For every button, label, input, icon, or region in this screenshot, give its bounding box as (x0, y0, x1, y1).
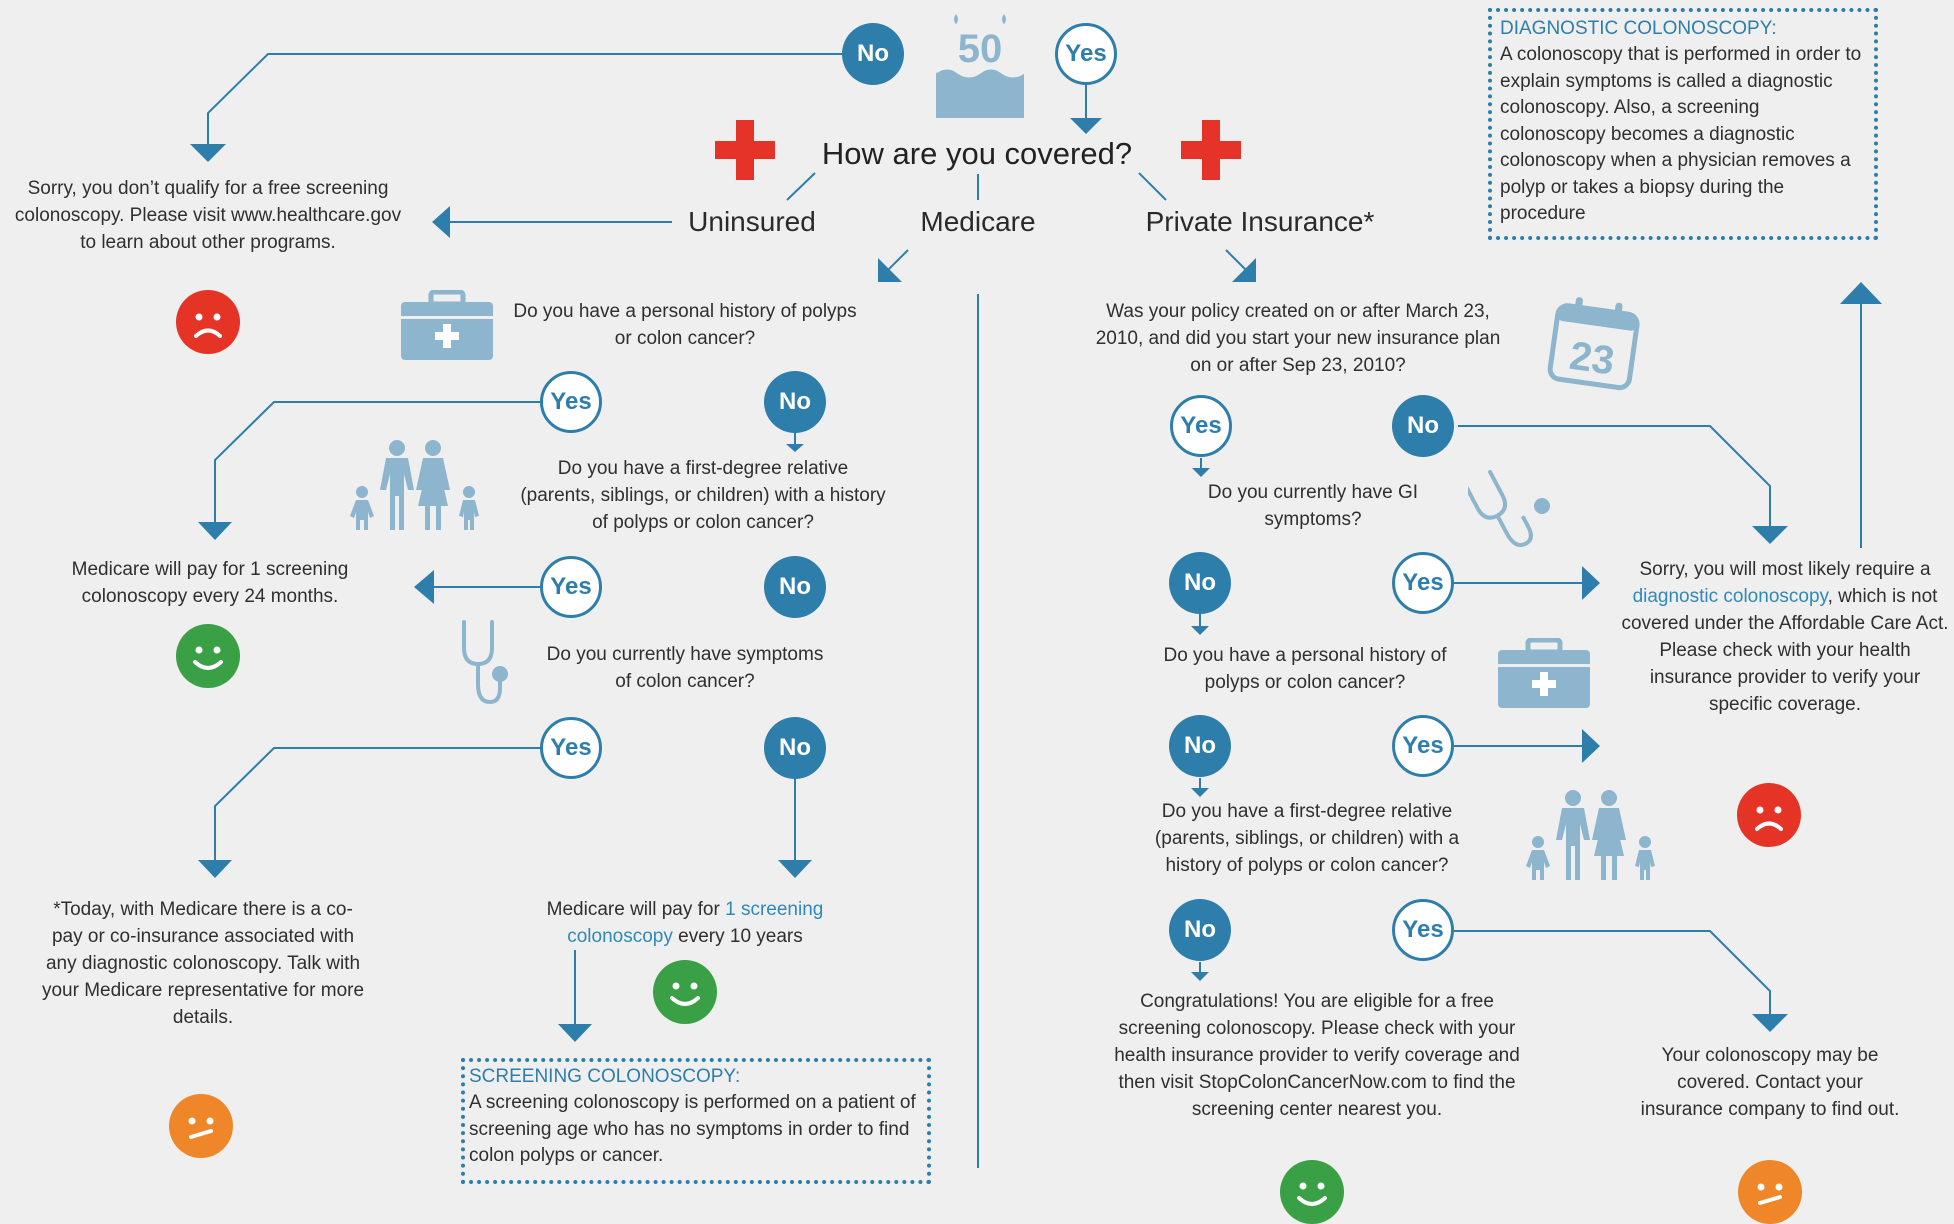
first-aid-kit-icon-2 (1498, 638, 1590, 708)
private-may-be-covered: Your colonoscopy may be covered. Contact… (1640, 1045, 1900, 1120)
medicare-q2-yes-button[interactable]: Yes (540, 556, 602, 618)
private-q3-no-button[interactable]: No (1169, 715, 1231, 777)
screening-definition-body: A screening colonoscopy is performed on … (469, 1092, 916, 1166)
stethoscope-icon (462, 620, 508, 705)
medicare-q1-yes-button[interactable]: Yes (540, 371, 602, 433)
private-q2-yes-button[interactable]: Yes (1392, 552, 1454, 614)
branch-tick-uninsured (786, 172, 816, 201)
branch-private-insurance[interactable]: Private Insurance* (1145, 206, 1375, 237)
sad-face-icon-2 (1737, 783, 1801, 847)
private-q4-no-button[interactable]: No (1169, 899, 1231, 961)
diagnostic-colonoscopy-definition: DIAGNOSTIC COLONOSCOPY: A colonoscopy th… (1488, 8, 1878, 240)
start-no-button[interactable]: No (842, 23, 904, 85)
diagnostic-definition-body: A colonoscopy that is performed in order… (1500, 44, 1862, 224)
calendar-icon: 23 (1547, 297, 1640, 391)
family-icon (350, 440, 479, 530)
medicare-q3-yes-button[interactable]: Yes (540, 717, 602, 779)
happy-face-icon (176, 624, 240, 688)
cake-number: 50 (958, 27, 1003, 71)
red-cross-icon-left (715, 120, 775, 180)
happy-face-icon-2 (653, 960, 717, 1024)
private-q3-yes-button[interactable]: Yes (1392, 715, 1454, 777)
coverage-question: How are you covered? (821, 136, 1133, 171)
start-yes-button[interactable]: Yes (1055, 23, 1117, 85)
medicare-copay-note: *Today, with Medicare there is a co-pay … (41, 899, 365, 1028)
medicare-pay-10-years: Medicare will pay for 1 screening colono… (510, 896, 860, 950)
private-q1-no-button[interactable]: No (1392, 395, 1454, 457)
medicare-q1-personal-history: Do you have a personal history of polyps… (513, 301, 857, 349)
branch-medicare[interactable]: Medicare (920, 206, 1036, 237)
private-congratulations: Congratulations! You are eligible for a … (1114, 991, 1520, 1120)
sad-face-icon (176, 290, 240, 354)
sorry-post: , which is not covered under the Afforda… (1621, 586, 1949, 715)
screening-colonoscopy-link[interactable]: 1 screening colonoscopy (567, 899, 824, 947)
private-q4-family-history: Do you have a first-degree relative (par… (1154, 801, 1460, 876)
pay10-pre: Medicare will pay for (546, 899, 726, 920)
medicare-q3-no-button[interactable]: No (764, 717, 826, 779)
neutral-face-icon-2 (1738, 1160, 1802, 1224)
private-q2-no-button[interactable]: No (1169, 552, 1231, 614)
no-to-sorry-line (207, 53, 842, 144)
family-icon-2 (1526, 790, 1655, 880)
private-q1-yes-button[interactable]: Yes (1170, 395, 1232, 457)
happy-face-icon-3 (1280, 1160, 1344, 1224)
diagnostic-colonoscopy-link[interactable]: diagnostic colonoscopy (1632, 586, 1828, 607)
private-q2-gi-symptoms: Do you currently have GI symptoms? (1207, 482, 1419, 530)
first-aid-kit-icon (401, 290, 493, 360)
private-q3-personal-history: Do you have a personal history of polyps… (1163, 645, 1447, 693)
stethoscope-icon-2 (1468, 469, 1550, 548)
medicare-q2-no-button[interactable]: No (764, 556, 826, 618)
branch-tick-private (1138, 172, 1167, 201)
pay10-post: every 10 years (672, 926, 803, 947)
calendar-day: 23 (1567, 334, 1617, 384)
uninsured-message: Sorry, you don’t qualify for a free scre… (14, 178, 402, 253)
private-sorry-diagnostic: Sorry, you will most likely require a di… (1620, 556, 1950, 718)
screening-colonoscopy-definition: SCREENING COLONOSCOPY: A screening colon… (461, 1058, 931, 1184)
sorry-pre: Sorry, you will most likely require a (1639, 559, 1931, 580)
private-q1-policy-date: Was your policy created on or after Marc… (1095, 301, 1501, 376)
red-cross-icon-right (1181, 120, 1241, 180)
medicare-q3-symptoms: Do you currently have symptoms of colon … (546, 644, 824, 692)
birthday-cake-icon: 50 (935, 14, 1025, 118)
screening-definition-title: SCREENING COLONOSCOPY: (469, 1066, 741, 1087)
medicare-pay-24-months: Medicare will pay for 1 screening colono… (71, 559, 349, 607)
diagnostic-definition-title: DIAGNOSTIC COLONOSCOPY: (1500, 18, 1777, 39)
private-q4-yes-button[interactable]: Yes (1392, 899, 1454, 961)
medicare-q1-no-button[interactable]: No (764, 371, 826, 433)
branch-uninsured[interactable]: Uninsured (688, 206, 816, 237)
neutral-face-icon (169, 1094, 233, 1158)
medicare-q2-family-history: Do you have a first-degree relative (par… (520, 458, 886, 533)
